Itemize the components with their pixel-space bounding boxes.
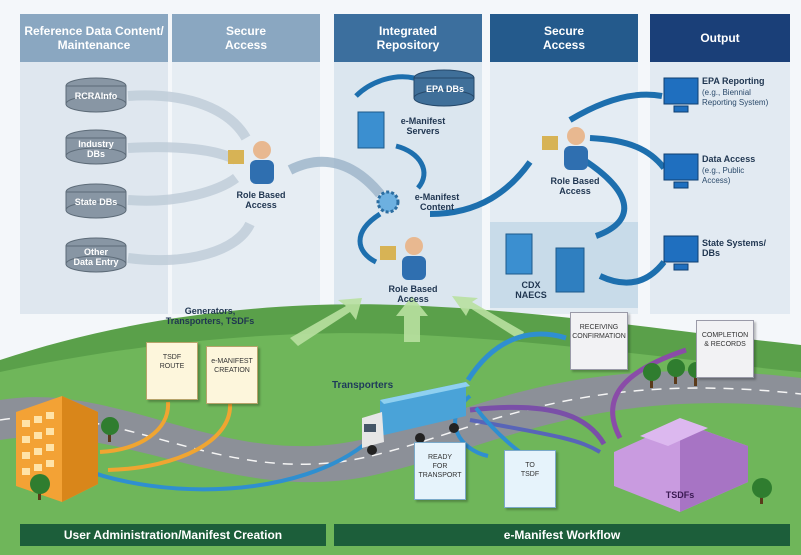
header-secure-access-2: Secure Access	[542, 24, 586, 52]
output-data-access: Data Access	[702, 154, 756, 164]
doc-receiving-confirmation: RECEIVING CONFIRMATION	[570, 312, 628, 370]
db-label-state: State DBs	[74, 197, 118, 207]
emanifest-content-label: e-Manifest Content	[414, 192, 460, 212]
doc-tsdf-route: TSDF ROUTE	[146, 342, 198, 400]
output-epa-reporting: EPA Reporting	[702, 76, 765, 86]
header-output: Output	[700, 31, 740, 45]
doc-ready-for-transport: READY FOR TRANSPORT	[414, 442, 466, 500]
epa-dbs-label: EPA DBs	[425, 84, 464, 94]
header-secure-access-1: Secure Access	[224, 24, 268, 52]
header-reference-data: Reference Data Content/ Maintenance	[24, 24, 164, 52]
db-label-other: Other Data Entry	[73, 247, 119, 267]
doc-to-tsdf: TO TSDF	[504, 450, 556, 508]
role-based-access-1: Role Based Access	[236, 190, 286, 210]
role-based-access-3: Role Based Access	[550, 176, 600, 196]
generators-caption: Generators, Transporters, TSDFs	[165, 306, 255, 326]
transporters-label: Transporters	[332, 380, 394, 391]
bottom-bar-workflow: e-Manifest Workflow	[334, 524, 790, 546]
role-based-access-2: Role Based Access	[388, 284, 438, 304]
header-integrated-repository: Integrated Repository	[376, 24, 440, 52]
output-data-access-sub: (e.g., Public Access)	[702, 166, 745, 185]
cdx-label: CDX NAECS	[515, 280, 547, 300]
output-epa-reporting-sub: (e.g., Biennial Reporting System)	[702, 88, 769, 107]
emanifest-servers-label: e-Manifest Servers	[400, 116, 446, 136]
db-label-rcrainfo: RCRAInfo	[74, 91, 118, 101]
doc-emanifest-creation: e-MANIFEST CREATION	[206, 346, 258, 404]
doc-completion-records: COMPLETION & RECORDS	[696, 320, 754, 378]
tsdf-label: TSDFs	[665, 490, 695, 500]
output-state-systems: State Systems/ DBs	[702, 238, 767, 258]
db-label-industry: Industry DBs	[78, 139, 114, 159]
bottom-bar-user-admin: User Administration/Manifest Creation	[20, 524, 326, 546]
